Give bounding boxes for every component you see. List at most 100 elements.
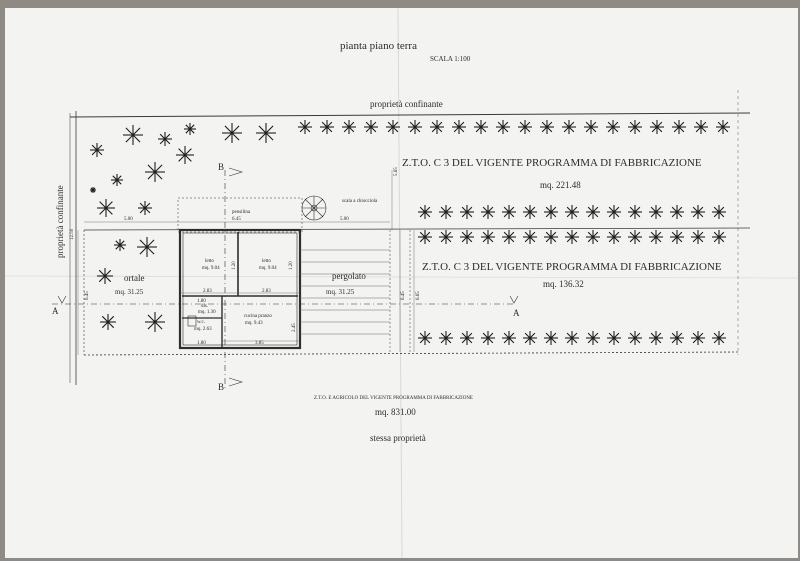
plant-symbol	[460, 331, 474, 345]
plant-symbol	[114, 239, 126, 251]
plant-symbol	[100, 314, 116, 330]
dim-283-b: 2.83	[262, 289, 271, 294]
plant-symbol	[502, 331, 516, 345]
plant-symbol	[145, 162, 165, 182]
plant-symbol	[439, 331, 453, 345]
plant-symbol	[137, 237, 157, 257]
plant-symbol	[712, 331, 726, 345]
plant-symbol	[320, 120, 334, 134]
room-wc-area: mq. 2.63	[194, 327, 212, 332]
dim-283-a: 2.83	[203, 289, 212, 294]
plant-symbol	[691, 331, 705, 345]
plant-symbol	[298, 120, 312, 134]
plant-symbol	[544, 331, 558, 345]
plant-symbol	[672, 120, 686, 134]
section-b-top: B	[218, 162, 224, 172]
label-ortale: ortale	[124, 273, 145, 283]
plant-symbol	[222, 123, 242, 143]
plant-symbol	[418, 331, 432, 345]
section-a-left: A	[52, 306, 59, 316]
label-zto-lower-area: mq. 136.32	[543, 279, 584, 289]
plant-symbol	[474, 120, 488, 134]
plant-symbol	[691, 230, 705, 244]
plant-symbol	[649, 230, 663, 244]
house-walls	[177, 197, 303, 350]
dim-180-top: 1.80	[197, 299, 206, 304]
plant-symbol	[481, 205, 495, 219]
room-disimpegno: dis.	[201, 304, 208, 309]
plant-symbol	[256, 123, 276, 143]
room-letto-1-area: mq. 9.04	[202, 266, 220, 271]
plant-symbol	[145, 312, 165, 332]
plant-symbol	[565, 205, 579, 219]
dim-645-mid: 6.45	[401, 291, 406, 300]
plant-symbol	[111, 174, 123, 186]
plant-symbol	[712, 230, 726, 244]
label-pergolato: pergolato	[332, 271, 366, 281]
plant-symbol	[123, 125, 143, 145]
plant-symbol	[540, 120, 554, 134]
dim-1250: 12.50	[70, 228, 75, 240]
label-total-area: mq. 831.00	[375, 407, 416, 417]
plant-symbol	[544, 205, 558, 219]
paper-fold-horizontal	[4, 275, 799, 279]
plant-symbol	[607, 205, 621, 219]
plant-symbol	[481, 230, 495, 244]
section-marks	[52, 167, 519, 390]
label-proprieta-top: proprietà confinante	[370, 99, 443, 109]
plant-symbol	[430, 120, 444, 134]
label-pergolato-area: mq. 31.25	[326, 288, 355, 296]
plant-symbol	[408, 120, 422, 134]
label-zto-upper-area: mq. 221.48	[540, 180, 581, 190]
label-zto-upper: Z.T.O. C 3 DEL VIGENTE PROGRAMMA DI FABB…	[402, 157, 702, 169]
plant-symbol	[606, 120, 620, 134]
plant-symbol	[523, 230, 537, 244]
label-agricolo: Z.T.O. E AGRICOLO DEL VIGENTE PROGRAMMA …	[314, 396, 473, 401]
plant-symbol	[607, 230, 621, 244]
dim-500-right: 5.00	[340, 217, 349, 222]
dim-245: 2.45	[292, 323, 297, 332]
label-zto-lower: Z.T.O. C 3 DEL VIGENTE PROGRAMMA DI FABB…	[422, 261, 722, 273]
plant-symbol	[650, 120, 664, 134]
plant-symbol	[97, 199, 115, 217]
dim-665: 6.65	[416, 291, 421, 300]
plant-symbol	[586, 230, 600, 244]
dim-645-top: 6.45	[232, 217, 241, 222]
property-boundary-lines	[69, 90, 751, 385]
plant-symbol	[439, 205, 453, 219]
room-cucina: cucina pranzo	[244, 314, 272, 319]
room-wc: w.c.	[197, 320, 205, 325]
plant-symbol	[97, 268, 113, 284]
plant-symbol	[649, 331, 663, 345]
label-ortale-area: mq. 31.25	[115, 288, 144, 296]
plant-symbol	[523, 205, 537, 219]
plant-symbol	[712, 205, 726, 219]
plant-symbol	[716, 120, 730, 134]
plant-symbol	[694, 120, 708, 134]
room-cucina-area: mq. 9.43	[245, 321, 263, 326]
plant-symbol	[691, 205, 705, 219]
plant-symbol	[496, 120, 510, 134]
plant-symbol	[586, 205, 600, 219]
plant-symbol	[418, 205, 432, 219]
label-stessa-proprieta: stessa proprietà	[370, 433, 426, 443]
plant-symbol	[565, 230, 579, 244]
spiral-staircase-symbol	[301, 195, 327, 221]
plant-symbol	[586, 331, 600, 345]
plant-symbol	[565, 331, 579, 345]
plant-symbol	[364, 120, 378, 134]
plant-symbol	[90, 143, 104, 157]
plan-title: pianta piano terra	[340, 40, 417, 52]
dim-385: 3.85	[255, 341, 264, 346]
dimension-lines	[77, 170, 415, 355]
plant-symbol	[523, 331, 537, 345]
plant-symbol	[628, 331, 642, 345]
dim-120-b: 1.20	[289, 261, 294, 270]
plant-symbol	[452, 120, 466, 134]
label-scala-chiocciola: scala a chiocciola	[342, 199, 378, 204]
label-proprieta-left: proprietà confinante	[55, 185, 65, 258]
plant-symbol	[138, 201, 152, 215]
pergolato-structure	[300, 249, 390, 335]
plant-symbols	[90, 120, 730, 345]
